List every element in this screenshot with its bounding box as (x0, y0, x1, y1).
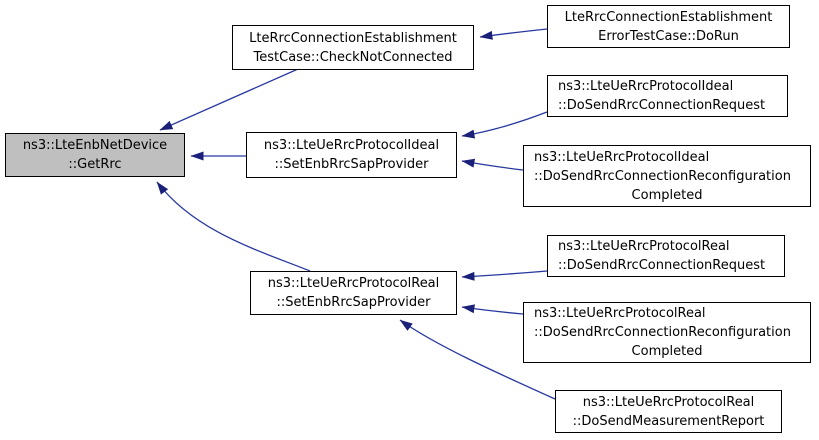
graph-node-ideal-do-send-rrc-connection-request[interactable]: ns3::LteUeRrcProtocolIdeal::DoSendRrcCon… (547, 75, 788, 117)
call-edge-real-do-send-rrc-connection-reconfiguration-completed-to-real-set-enb-rrc-sap-provider (461, 304, 524, 315)
node-label-line: ns3::LteEnbNetDevice (22, 138, 168, 153)
graph-node-real-set-enb-rrc-sap-provider[interactable]: ns3::LteUeRrcProtocolReal::SetEnbRrcSapP… (250, 271, 457, 315)
graph-node-ideal-do-send-rrc-connection-reconfiguration-completed[interactable]: ns3::LteUeRrcProtocolIdeal::DoSendRrcCon… (523, 145, 811, 207)
node-label-line: ns3::LteUeRrcProtocolReal (582, 394, 755, 410)
call-edge-check-not-connected-to-lte-enb-net-device-get-rrc (159, 68, 299, 131)
node-label-line: ErrorTestCase::DoRun (598, 28, 739, 44)
graph-node-lte-enb-net-device-get-rrc: ns3::LteEnbNetDevice::GetRrc (5, 133, 185, 177)
node-label-line: ::DoSendRrcConnectionReconfiguration (534, 168, 791, 184)
node-label-line: ns3::LteUeRrcProtocolReal (558, 239, 730, 254)
call-edge-real-do-send-measurement-report-to-real-set-enb-rrc-sap-provider (399, 319, 556, 400)
node-label-line: LteRrcConnectionEstablishment (564, 9, 773, 25)
node-label-line: ns3::LteUeRrcProtocolReal (267, 276, 440, 291)
node-label-line: LteRrcConnectionEstablishment (249, 30, 457, 46)
graph-node-ideal-set-enb-rrc-sap-provider[interactable]: ns3::LteUeRrcProtocolIdeal::SetEnbRrcSap… (246, 132, 457, 178)
node-label-line: ::DoSendMeasurementReport (572, 413, 765, 429)
node-label-line: ::SetEnbRrcSapProvider (274, 157, 429, 172)
node-label-line: ::SetEnbRrcSapProvider (276, 295, 431, 310)
node-label-line: ::DoSendRrcConnectionRequest (558, 98, 766, 113)
node-label-line: ns3::LteUeRrcProtocolReal (534, 306, 706, 321)
call-edge-real-do-send-rrc-connection-request-to-real-set-enb-rrc-sap-provider (461, 270, 548, 281)
call-edge-ideal-do-send-rrc-connection-request-to-ideal-set-enb-rrc-sap-provider (461, 111, 548, 139)
call-edge-real-set-enb-rrc-sap-provider-to-lte-enb-net-device-get-rrc (156, 181, 311, 272)
call-edge-ideal-do-send-rrc-connection-reconfiguration-completed-to-ideal-set-enb-rrc-sap-provider (461, 158, 524, 171)
node-label-line: ns3::LteUeRrcProtocolIdeal (534, 149, 710, 165)
node-label-line: TestCase::CheckNotConnected (253, 49, 453, 65)
node-label-line: ::DoSendRrcConnectionReconfiguration (534, 325, 791, 340)
graph-node-real-do-send-rrc-connection-request[interactable]: ns3::LteUeRrcProtocolReal::DoSendRrcConn… (547, 235, 785, 277)
graph-node-real-do-send-measurement-report[interactable]: ns3::LteUeRrcProtocolReal::DoSendMeasure… (555, 390, 782, 433)
node-label-line: Completed (631, 344, 703, 359)
node-label-line: ::DoSendRrcConnectionRequest (558, 258, 766, 273)
node-label-line: ::GetRrc (68, 157, 122, 172)
call-edge-error-test-case-do-run-to-check-not-connected (479, 28, 548, 40)
node-label-line: Completed (631, 187, 703, 203)
node-label-line: ns3::LteUeRrcProtocolIdeal (263, 138, 440, 153)
node-label-line: ns3::LteUeRrcProtocolIdeal (558, 79, 734, 94)
graph-node-real-do-send-rrc-connection-reconfiguration-completed[interactable]: ns3::LteUeRrcProtocolReal::DoSendRrcConn… (523, 302, 811, 363)
